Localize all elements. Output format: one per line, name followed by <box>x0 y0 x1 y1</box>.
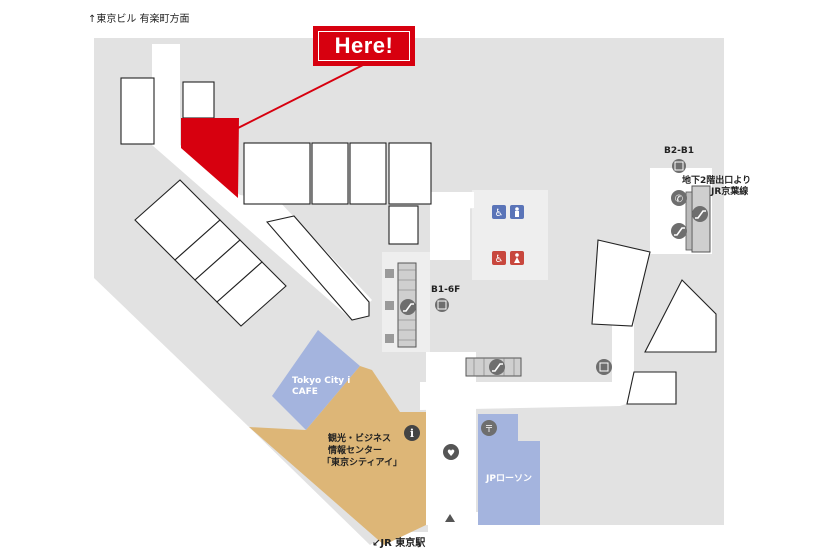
shop <box>388 205 419 245</box>
male-icon <box>510 205 524 219</box>
keiyo-line-label: JR京葉線 <box>711 187 749 197</box>
shop <box>644 279 717 353</box>
keiyo-exit-label: 地下2階出口より <box>682 176 752 186</box>
tokyo-city-cafe-label-2: CAFE <box>292 387 318 397</box>
postbox-icon: 〒 <box>481 420 497 436</box>
svg-text:♿: ♿ <box>495 208 504 219</box>
shop <box>349 142 387 205</box>
current-location-shop <box>181 118 239 198</box>
pillar <box>385 301 394 310</box>
corridor-right-lower <box>612 318 634 404</box>
here-marker: Here! <box>313 26 415 66</box>
coin-locker-icon <box>596 359 612 375</box>
tourism-center-label-3: 「東京シティアイ」 <box>322 458 403 468</box>
pillar <box>385 334 394 343</box>
here-pointer-line <box>237 63 366 129</box>
svg-text:♿: ♿ <box>495 254 504 265</box>
elevator-icon <box>672 159 686 173</box>
tourism-center-label-1: 観光・ビジネス <box>328 434 392 444</box>
female-icon <box>510 251 524 265</box>
shop-triangle <box>265 215 370 321</box>
aed-icon: ♥ <box>443 444 459 460</box>
tokyo-city-cafe <box>272 330 360 430</box>
tourism-center <box>249 366 426 545</box>
floor-range-label-b2-b1: B2-B1 <box>664 146 694 156</box>
shop <box>626 371 677 405</box>
svg-text:✆: ✆ <box>675 194 683 205</box>
jp-lawson-label: JPローソン <box>486 474 532 484</box>
escalator-icon <box>671 223 687 239</box>
shop <box>182 81 215 119</box>
escalator-icon <box>489 359 505 375</box>
svg-text:♥: ♥ <box>447 449 455 459</box>
corridor-restroom <box>430 200 470 260</box>
restroom-area <box>472 190 548 280</box>
svg-text:i: i <box>410 427 414 440</box>
svg-text:〒: 〒 <box>484 425 493 435</box>
floor-range-label-b1-6f: B1-6F <box>431 285 461 295</box>
shop <box>243 142 311 205</box>
shop <box>216 261 287 327</box>
shop <box>388 142 432 205</box>
info-icon: i <box>404 425 420 441</box>
escalator <box>685 191 693 251</box>
shop <box>120 77 155 145</box>
jp-lawson-store <box>478 414 540 525</box>
top-direction-label: ↑東京ビル 有楽町方面 <box>88 14 190 25</box>
wheelchair-icon: ♿ <box>492 251 506 265</box>
corridor-lower-vertical <box>426 352 476 525</box>
bottom-direction-label: ↙JR 東京駅 <box>372 538 426 549</box>
wheelchair-icon: ♿ <box>492 205 506 219</box>
up-arrow-icon <box>445 514 455 522</box>
tokyo-city-cafe-label: Tokyo City i <box>292 376 351 386</box>
escalator-icon <box>400 299 416 315</box>
corridor-lower-horizontal <box>420 382 650 410</box>
tourism-center-label-2: 情報センター <box>328 446 383 456</box>
shop <box>591 239 651 327</box>
here-text: Here! <box>334 33 394 58</box>
escalator-icon <box>692 206 708 222</box>
phone-icon: ✆ <box>671 190 687 206</box>
pillar <box>385 269 394 278</box>
shop <box>311 142 349 205</box>
elevator-icon <box>435 298 449 312</box>
